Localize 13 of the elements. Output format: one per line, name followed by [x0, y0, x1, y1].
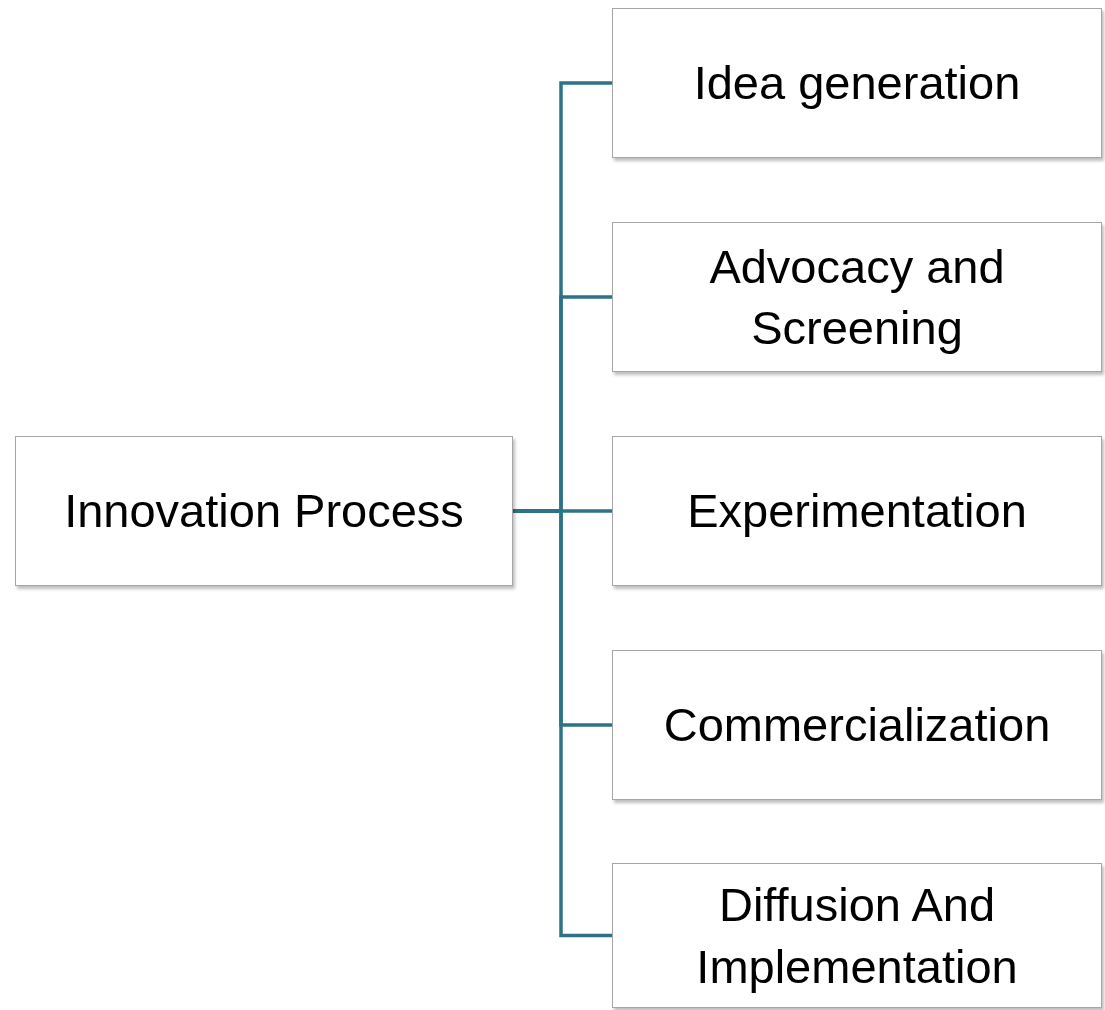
- stage-box: [612, 650, 1102, 800]
- node-label: Advocacy and Screening: [708, 238, 1006, 356]
- node-label: Innovation Process: [64, 483, 464, 540]
- stage-box: [612, 436, 1102, 586]
- stage-box: [612, 8, 1102, 158]
- node-label: Idea generation: [693, 55, 1021, 112]
- node-label: Diffusion And Implementation: [695, 877, 1019, 995]
- connector-line: [513, 509, 612, 938]
- root-box: [15, 436, 513, 586]
- stage-box: [612, 222, 1102, 372]
- node-label: Experimentation: [687, 483, 1027, 540]
- stage-box: [612, 863, 1102, 1008]
- node-label: Commercialization: [663, 697, 1051, 754]
